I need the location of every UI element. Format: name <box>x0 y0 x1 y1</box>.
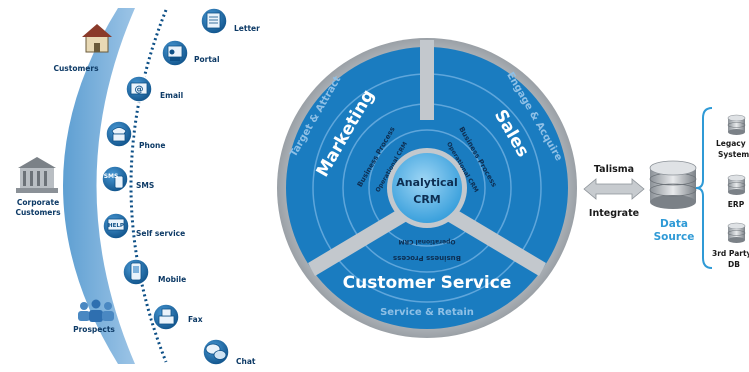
segment-customer-service-outer: Service & Retain <box>380 307 474 318</box>
center-line2: CRM <box>413 193 441 206</box>
sms-icon-text: SMS <box>104 173 119 180</box>
channel-self-service-label: Self service <box>136 229 185 238</box>
sms-icon: SMS <box>104 173 124 189</box>
channel-fax: Fax <box>152 303 203 331</box>
house-icon <box>82 24 112 53</box>
self-service-icon-text: HELP <box>108 223 124 229</box>
fax-icon <box>158 308 175 325</box>
integration-top-label: Talisma <box>594 164 634 175</box>
system-3rd-party-db: 3rd Party DB <box>712 222 749 269</box>
third-party-database-icon <box>727 222 746 243</box>
people-icon <box>78 299 114 322</box>
channel-portal: Portal <box>161 39 220 67</box>
customer-channel-panel: Customers Corporate Customers <box>15 7 260 366</box>
channel-sms: SMS SMS <box>101 165 154 193</box>
channel-letter: Letter <box>200 7 260 35</box>
phone-icon <box>111 127 127 142</box>
segment-customer-service: Customer Service Service & Retain Busine… <box>343 238 512 318</box>
svg-text:@: @ <box>135 85 144 95</box>
building-icon <box>16 157 58 193</box>
channel-email-label: Email <box>160 91 183 100</box>
system-erp: ERP <box>727 174 746 209</box>
integration-panel: Talisma Integrate Data Source Legacy Sys… <box>583 107 749 269</box>
prospects-label: Prospects <box>73 325 115 334</box>
channel-sms-label: SMS <box>136 181 154 190</box>
system-erp-line1: ERP <box>728 200 745 209</box>
system-3rd-party-line1: 3rd Party <box>712 249 749 258</box>
self-service-icon: HELP <box>107 218 125 231</box>
segment-customer-service-title: Customer Service <box>343 273 512 293</box>
channel-chat-label: Chat <box>236 357 256 366</box>
system-legacy-line1: Legacy <box>716 139 746 148</box>
corporate-customers-line2: Customers <box>15 208 61 217</box>
customer-arc <box>63 8 135 364</box>
channel-portal-label: Portal <box>194 55 220 64</box>
corporate-customers-group: Corporate Customers <box>15 157 61 217</box>
chat-icon <box>205 343 227 360</box>
channel-phone: Phone <box>105 120 165 150</box>
crm-wheel: Analytical CRM Marketing Target & Attrac… <box>277 38 577 338</box>
channel-letter-label: Letter <box>234 24 260 33</box>
portal-icon <box>167 45 183 61</box>
channel-chain <box>129 9 168 363</box>
segment-customer-service-inner: Operational CRM <box>398 238 455 245</box>
data-source-line1: Data <box>660 218 688 230</box>
systems-bracket <box>695 107 713 269</box>
channel-email: @ Email <box>125 75 183 103</box>
corporate-customers-line1: Corporate <box>17 198 59 207</box>
letter-icon <box>206 12 221 29</box>
center-line1: Analytical <box>396 176 457 189</box>
system-legacy: Legacy Systems <box>716 114 749 159</box>
channel-self-service: HELP Self service <box>102 212 185 240</box>
legacy-database-icon <box>727 114 746 135</box>
customers-group: Customers <box>53 24 112 73</box>
double-arrow-icon <box>583 178 645 200</box>
email-icon: @ <box>130 82 148 95</box>
channel-fax-label: Fax <box>188 315 203 324</box>
channel-phone-label: Phone <box>139 141 165 150</box>
channel-mobile: Mobile <box>122 258 186 286</box>
integration-bottom-label: Integrate <box>589 208 639 219</box>
erp-database-icon <box>727 174 746 195</box>
channel-chat: Chat <box>202 338 256 366</box>
segment-customer-service-process: Business Process <box>393 254 461 262</box>
data-source-database-icon <box>649 160 697 209</box>
wheel-center <box>392 153 462 223</box>
prospects-group: Prospects <box>73 299 115 334</box>
system-3rd-party-line2: DB <box>728 260 740 269</box>
data-source-line2: Source <box>654 231 695 243</box>
channel-mobile-label: Mobile <box>158 275 186 284</box>
mobile-icon <box>130 262 142 281</box>
customers-label: Customers <box>53 64 99 73</box>
system-legacy-line2: Systems <box>718 150 749 159</box>
